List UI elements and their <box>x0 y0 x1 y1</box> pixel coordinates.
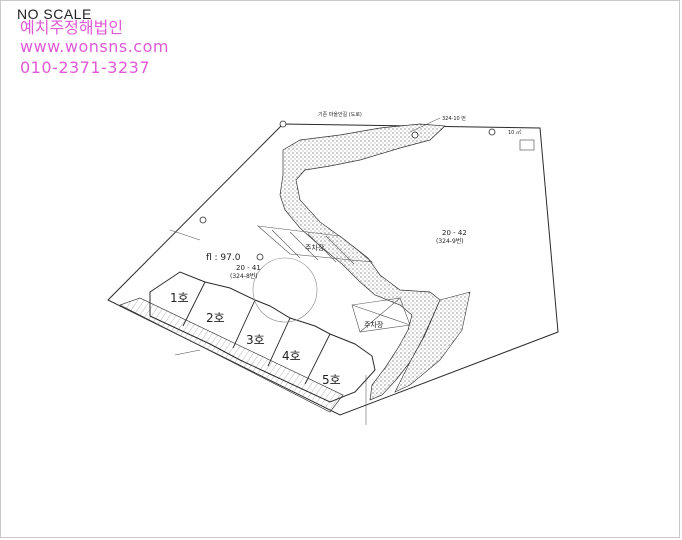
parking-area-1 <box>257 225 373 265</box>
parking-area-2 <box>351 297 411 333</box>
annotation-box <box>519 139 535 151</box>
unit-label-4: 4호 <box>282 349 301 363</box>
unit-label-5: 5호 <box>322 373 341 387</box>
note-road-label: 기존 마을안길 (도로) <box>318 111 362 118</box>
east-slope <box>394 291 471 393</box>
unit-dividers <box>182 281 331 385</box>
company-name: 예치주정해법인 <box>20 18 124 37</box>
lot-main-label: 20 - 41 <box>236 264 261 272</box>
lot-east-sub-label: (324-9번) <box>436 237 464 245</box>
site-boundary <box>107 123 559 416</box>
note-top-label: 324-10 번 <box>442 115 466 122</box>
unit-label-2: 2호 <box>206 311 225 325</box>
website-url: www.wonsns.com <box>20 37 169 56</box>
turning-circle <box>252 257 318 323</box>
no-scale-label: NO SCALE <box>17 6 92 22</box>
lot-main-sub-label: (324-8번) <box>230 272 258 280</box>
survey-markers <box>199 120 496 261</box>
note-area-label: 10 ㎡ <box>508 129 521 136</box>
building-outline <box>149 271 376 403</box>
parking-label-1: 주차장 <box>305 243 325 252</box>
lot-east-label: 20 - 42 <box>442 229 467 237</box>
leader-lines <box>169 117 441 425</box>
unit-label-1: 1호 <box>170 291 189 305</box>
phone-number: 010-2371-3237 <box>20 58 151 77</box>
unit-label-3: 3호 <box>246 333 265 347</box>
parking-label-2: 주차장 <box>364 320 384 329</box>
floor-level-label: fl : 97.0 <box>206 253 241 263</box>
